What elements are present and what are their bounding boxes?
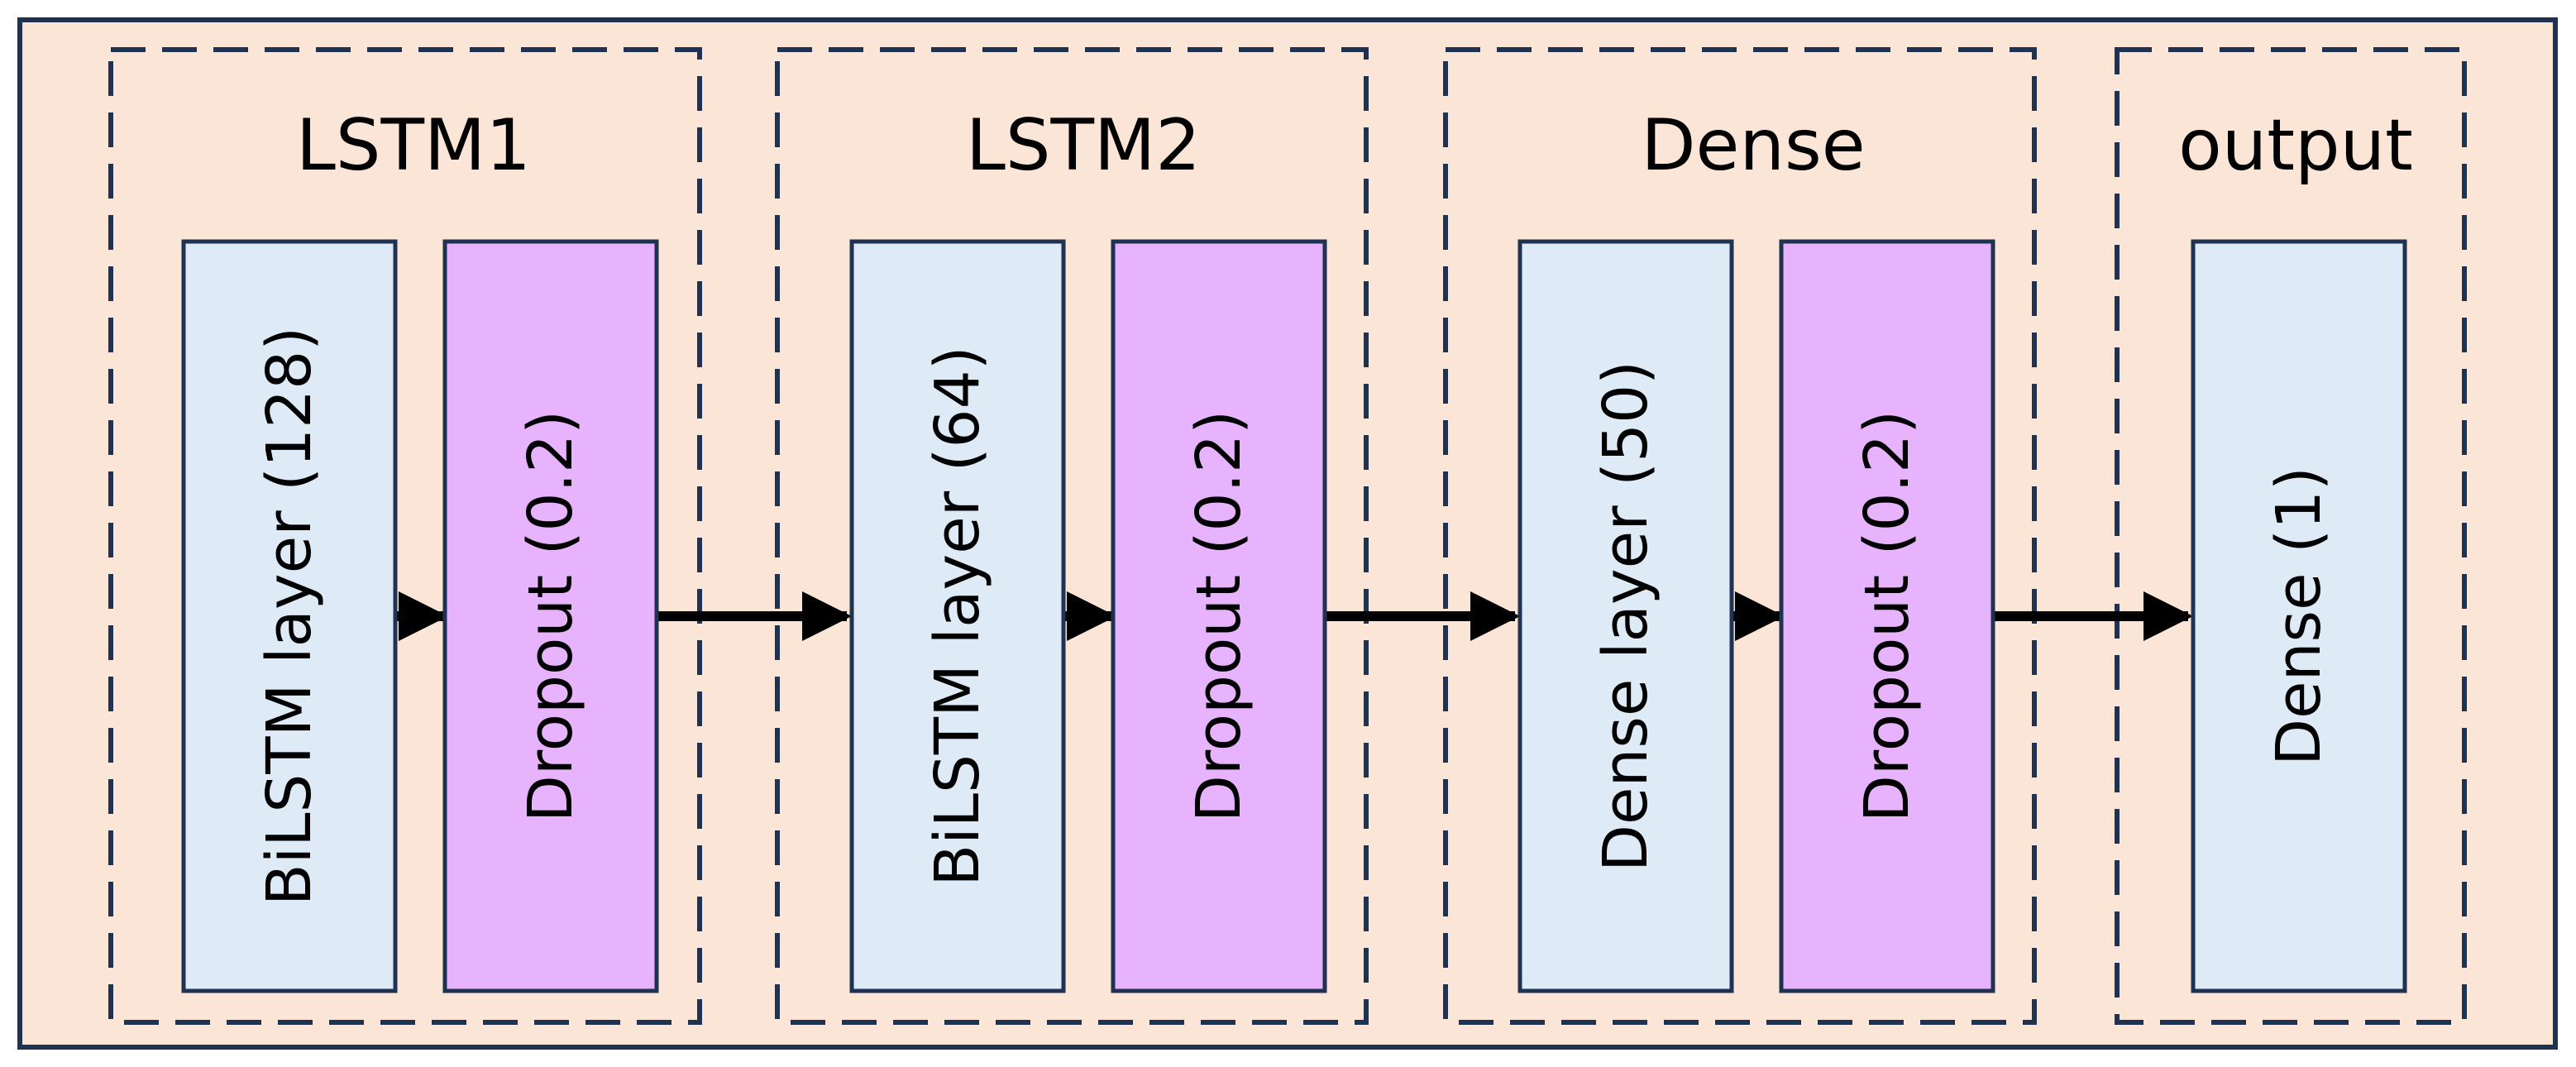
layer-label-dropout-1: Dropout (0.2): [515, 410, 586, 822]
layer-label-dense-50: Dense layer (50): [1590, 361, 1661, 872]
group-box-output: [2115, 47, 2467, 1025]
layer-box-dense-1: [2191, 239, 2407, 993]
layer-label-dropout-3: Dropout (0.2): [1852, 410, 1923, 822]
group-title-dense: Dense: [1641, 104, 1865, 187]
group-title-output: output: [2178, 104, 2413, 187]
layer-box-dropout-2: [1111, 239, 1327, 993]
layer-label-bilstm-64: BiLSTM layer (64): [922, 346, 993, 886]
group-box-lstm1: [108, 47, 702, 1025]
layer-box-dense-50: [1517, 239, 1734, 993]
layer-label-dense-1: Dense (1): [2263, 467, 2335, 766]
layer-box-bilstm-128: [181, 239, 398, 993]
group-box-lstm2: [775, 47, 1369, 1025]
layer-box-dropout-1: [442, 239, 659, 993]
group-title-lstm1: LSTM1: [296, 104, 531, 187]
group-title-lstm2: LSTM2: [966, 104, 1201, 187]
layer-label-dropout-2: Dropout (0.2): [1183, 410, 1255, 822]
layer-label-bilstm-128: BiLSTM layer (128): [254, 327, 325, 906]
layer-box-bilstm-64: [849, 239, 1066, 993]
group-box-dense: [1443, 47, 2037, 1025]
layer-box-dropout-3: [1779, 239, 1995, 993]
